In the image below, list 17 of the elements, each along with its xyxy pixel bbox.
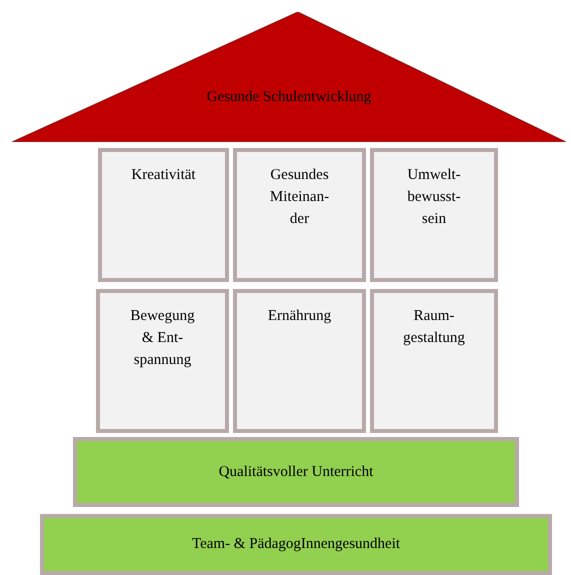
pillar-box (370, 148, 498, 282)
foundation-bar (40, 514, 552, 575)
node-label: Gesundes Miteinan-der (268, 166, 330, 229)
pillar-box (233, 289, 366, 433)
node-label: Ernährung (266, 307, 332, 326)
node-label: Bewegung & Ent-spannung (130, 307, 196, 370)
node-label: Raum-gestaltung (402, 307, 466, 348)
node-label: Qualitätsvoller Unterricht (218, 464, 374, 480)
node-label: Team- & PädagogInnengesundheit (192, 536, 400, 553)
pillar-box (98, 148, 229, 282)
node-label: Gesunde Schulentwicklung (206, 89, 372, 106)
pillar-box (233, 148, 366, 282)
node-label: Umwelt-bewusst-sein (406, 166, 462, 229)
foundation-bar (73, 437, 519, 507)
pillar-box (96, 289, 229, 433)
node-label: Kreativität (130, 166, 197, 185)
pillar-box (370, 289, 498, 433)
